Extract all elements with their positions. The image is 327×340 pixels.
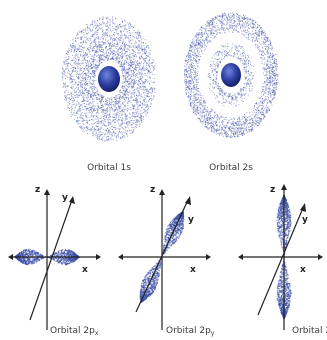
z-axis-arrow [159, 189, 165, 195]
orbital-2px-label: Orbital 2px [50, 326, 99, 337]
orbital-1s-cloud [61, 16, 156, 142]
orbital-2py: z y x Orbital 2py [118, 185, 215, 337]
y-axis-arrow [300, 203, 306, 212]
y-axis-line [135, 199, 189, 313]
orbital-2pz-label: Orbital 2pz [292, 326, 327, 337]
x-axis-label: x [300, 265, 306, 275]
orbital-2px: z y x Orbital 2px [8, 185, 101, 337]
orbital-2s: Orbital 2s [183, 12, 279, 173]
z-axis-label: z [150, 185, 155, 195]
x-axis-label: x [190, 265, 196, 275]
orbital-1s-nucleus [98, 66, 120, 92]
x-axis-arrow [206, 254, 211, 260]
orbital-2py-label: Orbital 2py [166, 326, 215, 337]
x-axis-arrow [318, 254, 323, 260]
orbital-2s-cloud [183, 12, 279, 138]
y-axis-arrow [69, 196, 75, 204]
y-axis-arrow [185, 196, 191, 205]
orbital-1s: Orbital 1s [61, 16, 156, 173]
orbital-1s-label: Orbital 1s [87, 163, 131, 173]
z-axis-arrow [281, 184, 287, 190]
z-axis-arrow [44, 189, 50, 195]
y-axis-label: y [302, 215, 308, 225]
y-axis-label: y [188, 215, 194, 225]
z-axis-label: z [270, 185, 275, 195]
orbital-2s-nucleus [221, 63, 241, 87]
x-axis-arrow-back [8, 254, 13, 260]
y-axis-label: y [62, 193, 68, 203]
x-axis-label: x [82, 265, 88, 275]
y-axis-line [29, 199, 73, 321]
x-axis-arrow-back [238, 254, 243, 260]
orbital-2pz: z y x Orbital 2pz [238, 184, 327, 337]
orbital-2s-label: Orbital 2s [209, 163, 253, 173]
z-axis-label: z [35, 185, 40, 195]
x-axis-arrow-back [118, 254, 123, 260]
x-axis-arrow [96, 254, 101, 260]
orbital-2px-axes [10, 195, 96, 330]
y-axis-line [257, 207, 304, 316]
